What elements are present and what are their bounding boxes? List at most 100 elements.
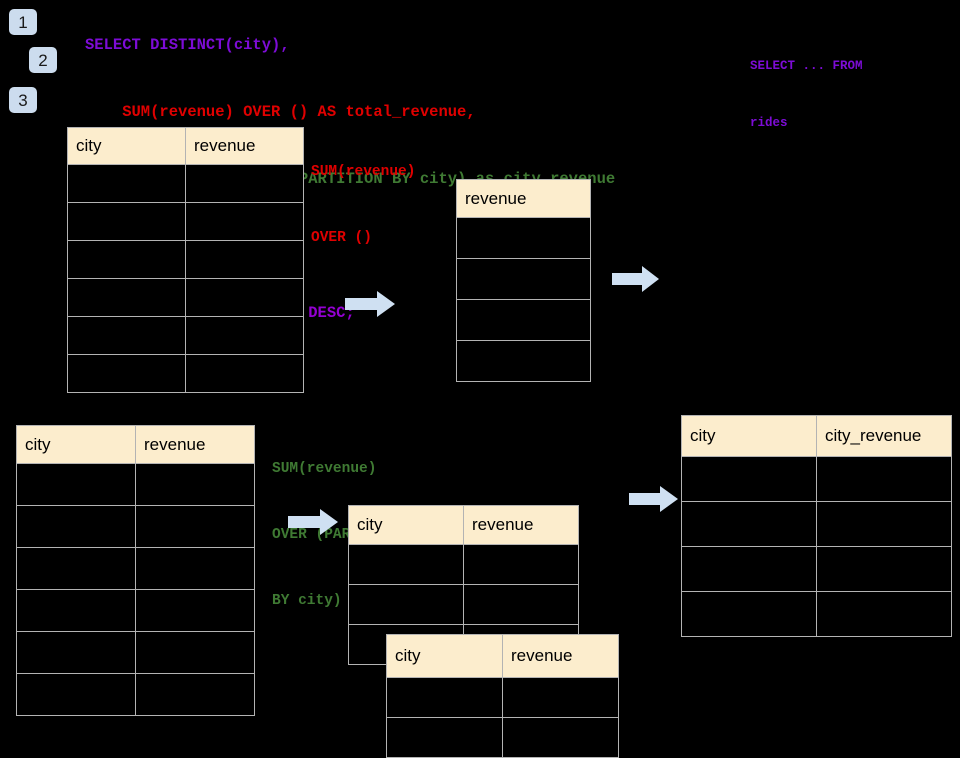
table-header-row: city revenue: [67, 127, 304, 165]
column-header-city: city: [67, 127, 186, 165]
sql-note-line-2: rides: [750, 116, 788, 130]
cell-city-revenue: [816, 591, 952, 637]
annotation-total-revenue: SUM(revenue) OVER (): [311, 139, 415, 249]
sql-line-select: SELECT DISTINCT(city),: [85, 36, 290, 55]
table-final-result: city city_revenue: [681, 415, 952, 637]
cell-revenue: [456, 258, 591, 300]
cell-city: [348, 544, 464, 585]
cell-city: [681, 456, 817, 502]
table-row: [681, 501, 952, 547]
table-row: [67, 354, 304, 393]
table-row: [456, 340, 591, 382]
table-header-row: city city_revenue: [681, 415, 952, 457]
cell-revenue: [456, 340, 591, 382]
cell-city: [16, 505, 136, 548]
step-badge-2: 2: [29, 47, 57, 73]
table-row: [681, 591, 952, 637]
table-rides-source-bottom: city revenue: [16, 425, 255, 716]
cell-revenue: [185, 316, 304, 355]
table-row: [16, 547, 255, 590]
table-header-row: city revenue: [16, 425, 255, 464]
sql-note-select-from: SELECT ... FROM rides: [750, 38, 863, 133]
cell-city: [16, 631, 136, 674]
cell-revenue: [135, 463, 255, 506]
step-badge-3: 3: [9, 87, 37, 113]
table-row: [681, 456, 952, 502]
cell-city: [681, 501, 817, 547]
step-badge-1: 1: [9, 9, 37, 35]
column-header-city: city: [16, 425, 136, 464]
cell-revenue: [502, 717, 619, 758]
table-row: [348, 544, 579, 585]
column-header-city: city: [348, 505, 464, 545]
cell-city: [681, 591, 817, 637]
column-header-city-revenue: city_revenue: [816, 415, 952, 457]
cell-revenue: [185, 278, 304, 317]
cell-city: [386, 677, 503, 718]
sql-line-total: SUM(revenue) OVER () AS total_revenue,: [85, 103, 476, 122]
annotation-total-line-1: SUM(revenue): [311, 164, 416, 180]
arrow-total-to-final: [612, 266, 659, 292]
arrow-partition-to-final: [629, 486, 678, 512]
cell-city: [67, 240, 186, 279]
table-row: [67, 278, 304, 317]
table-row: [386, 717, 619, 758]
cell-city: [16, 589, 136, 632]
column-header-revenue: revenue: [463, 505, 579, 545]
cell-revenue: [463, 584, 579, 625]
column-header-revenue: revenue: [185, 127, 304, 165]
table-row: [681, 546, 952, 592]
cell-revenue: [502, 677, 619, 718]
annotation-city-line-1: SUM(revenue): [272, 461, 377, 477]
table-row: [16, 631, 255, 674]
cell-city: [67, 202, 186, 241]
cell-revenue: [135, 631, 255, 674]
table-row: [67, 316, 304, 355]
table-row: [16, 673, 255, 716]
cell-revenue: [185, 164, 304, 203]
cell-city: [67, 354, 186, 393]
cell-city: [16, 673, 136, 716]
column-header-city: city: [681, 415, 817, 457]
cell-city: [386, 717, 503, 758]
table-row: [456, 258, 591, 300]
cell-city: [16, 463, 136, 506]
cell-revenue: [456, 217, 591, 259]
table-row: [16, 589, 255, 632]
table-header-row: city revenue: [348, 505, 579, 545]
cell-revenue: [135, 505, 255, 548]
cell-city: [67, 316, 186, 355]
cell-revenue: [135, 673, 255, 716]
column-header-city: city: [386, 634, 503, 678]
cell-city-revenue: [816, 546, 952, 592]
cell-city-revenue: [816, 456, 952, 502]
cell-revenue: [463, 544, 579, 585]
sql-note-line-1: SELECT ... FROM: [750, 59, 863, 73]
column-header-revenue: revenue: [135, 425, 255, 464]
cell-revenue: [135, 589, 255, 632]
cell-city: [67, 278, 186, 317]
cell-city: [348, 584, 464, 625]
table-row: [67, 202, 304, 241]
arrow-rides-to-total: [345, 291, 395, 317]
table-row: [67, 164, 304, 203]
cell-city-revenue: [816, 501, 952, 547]
cell-revenue: [185, 240, 304, 279]
cell-revenue: [135, 547, 255, 590]
table-row: [16, 463, 255, 506]
table-partition-group-front: city revenue: [386, 634, 619, 758]
table-row: [386, 677, 619, 718]
annotation-city-line-3: BY city): [272, 593, 342, 609]
table-row: [456, 299, 591, 341]
cell-revenue: [456, 299, 591, 341]
cell-city: [681, 546, 817, 592]
annotation-total-line-2: OVER (): [311, 230, 372, 246]
cell-revenue: [185, 202, 304, 241]
column-header-revenue: revenue: [456, 179, 591, 218]
cell-city: [67, 164, 186, 203]
cell-revenue: [185, 354, 304, 393]
table-row: [348, 584, 579, 625]
table-header-row: revenue: [456, 179, 591, 218]
cell-city: [16, 547, 136, 590]
table-header-row: city revenue: [386, 634, 619, 678]
